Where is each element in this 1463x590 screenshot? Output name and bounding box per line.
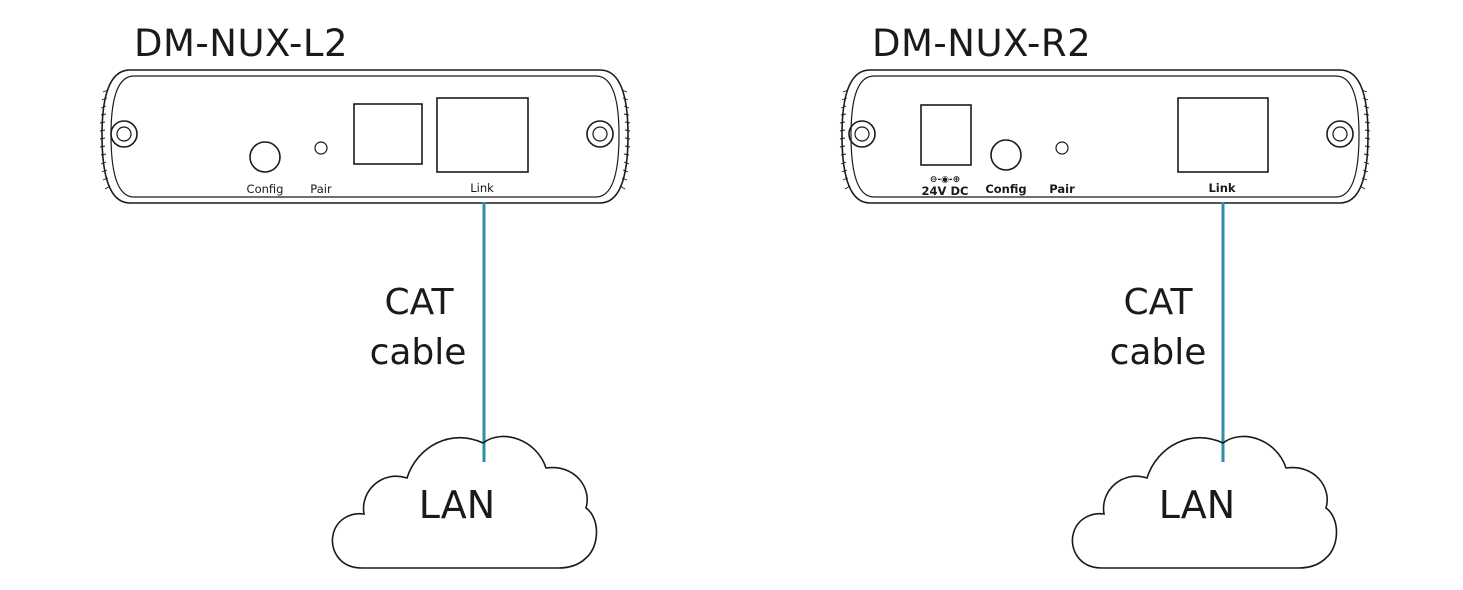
link-label: Link [470, 181, 494, 195]
lan-cloud-icon [331, 435, 598, 569]
lan-label: LAN [419, 483, 495, 527]
device-left: DM-NUX-L2 Config Pair [99, 22, 631, 569]
lan-cloud-icon [1071, 435, 1338, 569]
device-left-enclosure [99, 69, 631, 204]
device-left-title: DM-NUX-L2 [134, 22, 348, 65]
cable-label-line2: cable [370, 332, 467, 373]
screw-icon [1326, 120, 1354, 148]
usb-port-icon [353, 103, 423, 165]
screw-icon [586, 120, 614, 148]
config-button [990, 139, 1022, 171]
device-right-title: DM-NUX-R2 [872, 22, 1091, 65]
device-right-enclosure [839, 69, 1371, 204]
device-right-knurl [839, 89, 1371, 190]
lan-label: LAN [1159, 483, 1235, 527]
config-label: Config [247, 182, 284, 196]
power-label: 24V DC [922, 184, 969, 198]
screw-icon [848, 120, 876, 148]
pair-label: Pair [310, 182, 332, 196]
link-label: Link [1208, 181, 1235, 195]
screw-icon [110, 120, 138, 148]
device-left-knurl [99, 89, 631, 190]
pair-led-icon [314, 141, 328, 155]
cable-label-line1: CAT [385, 282, 455, 323]
config-button [249, 141, 281, 173]
link-port-icon [436, 97, 529, 173]
pair-label: Pair [1049, 182, 1075, 196]
config-label: Config [985, 182, 1026, 196]
link-port-icon [1177, 97, 1269, 173]
pair-led-icon [1055, 141, 1069, 155]
cable-label-line1: CAT [1124, 282, 1194, 323]
power-jack-icon [920, 104, 972, 166]
device-right: DM-NUX-R2 ⊖-◉-⊕ 24V DC Config [839, 22, 1371, 569]
dc-polarity-icon: ⊖-◉-⊕ [930, 175, 960, 185]
cable-label-line2: cable [1110, 332, 1207, 373]
